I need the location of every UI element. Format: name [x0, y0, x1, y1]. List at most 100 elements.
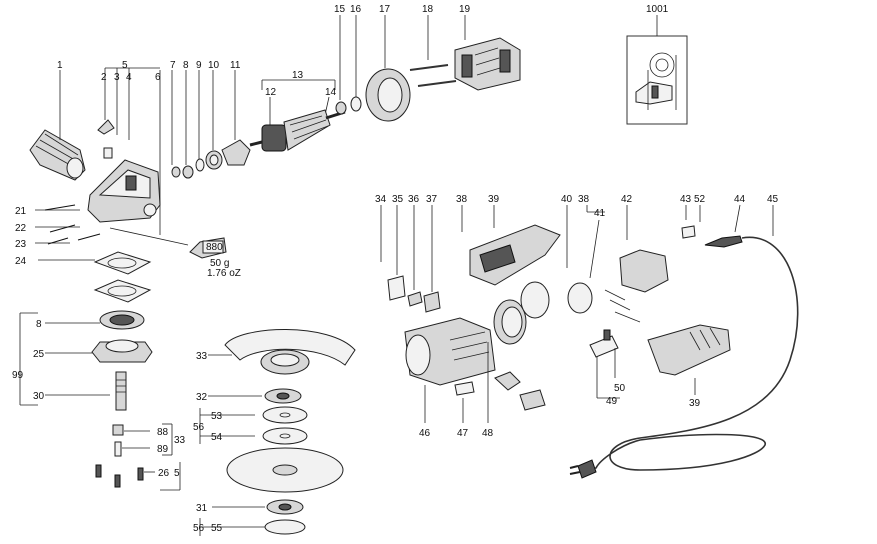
callout-1: 1 [57, 60, 63, 71]
callout-52: 52 [694, 194, 706, 205]
callout-50: 50 [614, 383, 626, 394]
wheel-guard-33 [208, 329, 356, 375]
callout-37: 37 [426, 194, 438, 205]
callout-1001: 1001 [646, 4, 669, 15]
switch-slider-49-50 [589, 329, 620, 399]
inset-detail-box [626, 15, 688, 125]
callout-16: 16 [350, 4, 362, 15]
callout-33: 33 [196, 351, 208, 362]
callout-89: 89 [157, 444, 169, 455]
grease-qty-metric: 50 g [210, 258, 229, 269]
spindle-bearing-set [171, 70, 251, 179]
callout-7: 7 [170, 60, 176, 71]
armature [249, 79, 346, 152]
field-screws [409, 15, 457, 87]
flange-nut-31 [212, 499, 304, 515]
callout-53: 53 [211, 411, 223, 422]
callout-47: 47 [457, 428, 469, 439]
callout-5: 5 [122, 60, 128, 71]
callout-42: 42 [621, 194, 633, 205]
callout-6: 6 [155, 72, 161, 83]
callout-34: 34 [375, 194, 387, 205]
callout-35: 35 [392, 194, 404, 205]
disc-53 [200, 406, 308, 424]
nut-88-bolt-89 [112, 423, 173, 457]
top-cover-39 [461, 205, 561, 286]
callout-36: 36 [408, 194, 420, 205]
callout-2: 2 [101, 72, 107, 83]
callout-13: 13 [292, 70, 304, 81]
armature-bearings [335, 15, 362, 115]
side-handle [29, 70, 86, 181]
callout-5b: 5 [174, 468, 180, 479]
callout-21: 21 [15, 206, 27, 217]
disc-54 [199, 408, 308, 445]
callout-49: 49 [606, 396, 618, 407]
callout-38: 38 [456, 194, 468, 205]
callout-44: 44 [734, 194, 746, 205]
callout-labels: 1 2 3 4 5 6 7 8 9 10 11 12 13 14 15 16 1… [12, 4, 779, 534]
callout-88: 88 [157, 427, 169, 438]
handle-cover-39b [647, 324, 731, 395]
callout-3: 3 [114, 72, 120, 83]
callout-22: 22 [15, 223, 27, 234]
callout-32: 32 [196, 392, 208, 403]
brush-cap-set [97, 67, 160, 159]
callout-9: 9 [196, 60, 202, 71]
grease-code: 880 [206, 242, 223, 253]
callout-26: 26 [158, 468, 170, 479]
callout-31: 31 [196, 503, 208, 514]
callout-55: 55 [211, 523, 223, 534]
fan-ring-48 [487, 299, 527, 423]
callout-48: 48 [482, 428, 494, 439]
callout-39b: 39 [689, 398, 701, 409]
callout-15: 15 [334, 4, 346, 15]
label-47 [454, 381, 475, 423]
callout-33b: 33 [174, 435, 186, 446]
strain-relief-44 [704, 204, 743, 248]
housing-screws [35, 204, 101, 245]
disc-55 [199, 518, 306, 536]
electronics-42 [604, 205, 669, 323]
bracket-99 [19, 312, 38, 406]
callout-30: 30 [33, 391, 45, 402]
callout-4: 4 [126, 72, 132, 83]
brush-holder-small [494, 371, 546, 411]
switch-parts [380, 205, 441, 313]
motor-housing-46 [404, 317, 496, 423]
flange-32 [208, 388, 302, 404]
callout-17: 17 [379, 4, 391, 15]
callout-38b: 38 [578, 194, 590, 205]
callout-12: 12 [265, 87, 277, 98]
brush-holders-41 [567, 205, 605, 314]
gasket-24 [38, 251, 152, 275]
callout-8: 8 [183, 60, 189, 71]
callout-10: 10 [208, 60, 220, 71]
air-guide-ring [365, 15, 411, 122]
gear-wheel-8 [45, 310, 145, 330]
callout-8b: 8 [36, 319, 42, 330]
terminals-43-52 [681, 205, 701, 239]
callout-25: 25 [33, 349, 45, 360]
callout-11: 11 [230, 60, 241, 71]
bearing-flange-25 [45, 339, 153, 363]
callout-46: 46 [419, 428, 431, 439]
callout-24: 24 [15, 256, 27, 267]
callout-18: 18 [422, 4, 434, 15]
power-cable-45 [569, 205, 799, 479]
callout-43: 43 [680, 194, 692, 205]
field-bracket-40 [520, 205, 568, 319]
callout-39: 39 [488, 194, 500, 205]
screws-26 [95, 462, 181, 491]
callout-45: 45 [767, 194, 779, 205]
callout-40: 40 [561, 194, 573, 205]
gear-housing [87, 70, 189, 246]
grinding-disc [226, 447, 344, 493]
grease-qty-imperial: 1.76 oZ [207, 268, 241, 279]
callout-56b: 56 [193, 523, 205, 534]
callout-19: 19 [459, 4, 471, 15]
grease-tube [189, 237, 227, 259]
callout-41: 41 [594, 208, 606, 219]
callout-56: 56 [193, 422, 205, 433]
